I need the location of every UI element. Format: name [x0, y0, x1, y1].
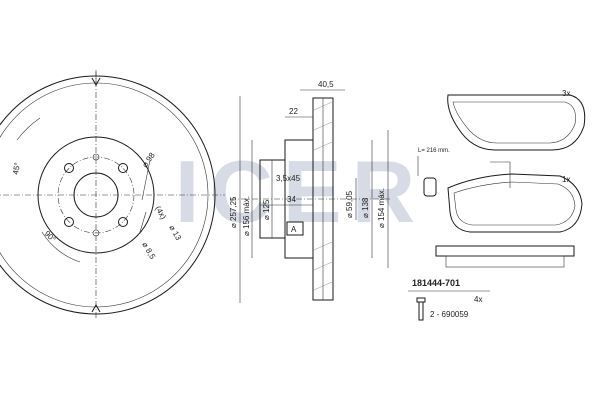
reference-a-label: A [291, 225, 297, 234]
kit-code: 181444-701 [412, 278, 460, 288]
pad-bottom-backing [447, 173, 583, 233]
total-width-label: 40,5 [318, 80, 334, 89]
dia-138-label: ⌀ 138 [361, 197, 370, 218]
angle-45-label: 45° [11, 162, 22, 175]
pad-bottom-qty: 1x [562, 175, 570, 184]
disc-side-view: 40,5 22 3,5x45 34 A ⌀ 257,25 ⌀ 156 máx. … [229, 80, 390, 303]
bottom-arrow [91, 303, 101, 313]
angle-90-label: 90° [43, 229, 58, 244]
wear-sensor-clip [423, 177, 437, 197]
hole-dia-label: ⌀ 98 [140, 150, 157, 169]
hub-height-label: 34 [287, 195, 296, 204]
reference-a-box [286, 221, 304, 236]
pad-bottom-friction [453, 181, 576, 226]
bolt-qty: 4x [474, 295, 482, 304]
brake-pads: 3x L= 216 mm. 1x [417, 89, 586, 268]
pad-profile-backing [435, 245, 575, 257]
pad-profile-friction [445, 255, 565, 268]
dia-257-label: ⌀ 257,25 [229, 196, 238, 228]
pad-top-friction [452, 101, 576, 144]
bolt-hole-4 [118, 217, 128, 227]
chamfer-label: 3,5x45 [276, 174, 301, 183]
pad-top-qty: 3x [562, 89, 570, 98]
dia-59-label: ⌀ 59,05 [345, 190, 354, 218]
bolt-hole-3 [64, 217, 74, 227]
dia-125-label: ⌀ 125 [262, 199, 271, 220]
dia-154-label: ⌀ 154 máx. [377, 188, 386, 228]
bolt-ref: 2 - 690059 [430, 310, 469, 319]
icer-watermark: ICER [175, 142, 425, 241]
top-arrow [91, 77, 101, 87]
friction-ring [312, 97, 334, 301]
angle-arc-top [16, 117, 41, 141]
bolt-head [416, 297, 426, 303]
wear-sensor-label: L= 216 mm. [418, 148, 450, 154]
bolt-shank [418, 301, 424, 321]
section-hatch [313, 101, 333, 291]
hat-depth-label: 22 [289, 107, 298, 116]
leader-98 [141, 159, 151, 201]
dia-156-label: ⌀ 156 máx. [242, 196, 251, 236]
watermark-text: ICER [175, 142, 425, 241]
leader-13 [139, 211, 147, 233]
disc-front-view: 45° 90° ⌀ 98 (4x) ⌀ 13 ⌀ 8,5 [0, 70, 225, 320]
kit-info: 181444-701 4x 2 - 690059 [408, 278, 490, 321]
angle-arc-bottom [41, 231, 81, 263]
bolt-hole-1 [118, 163, 128, 173]
wear-sensor-wire [490, 161, 511, 188]
bolt-hole-2 [64, 163, 74, 173]
pcd-label: ⌀ 8,5 [140, 241, 157, 262]
thread-qty-label: (4x) [153, 205, 168, 222]
pad-top-backing [447, 94, 586, 151]
